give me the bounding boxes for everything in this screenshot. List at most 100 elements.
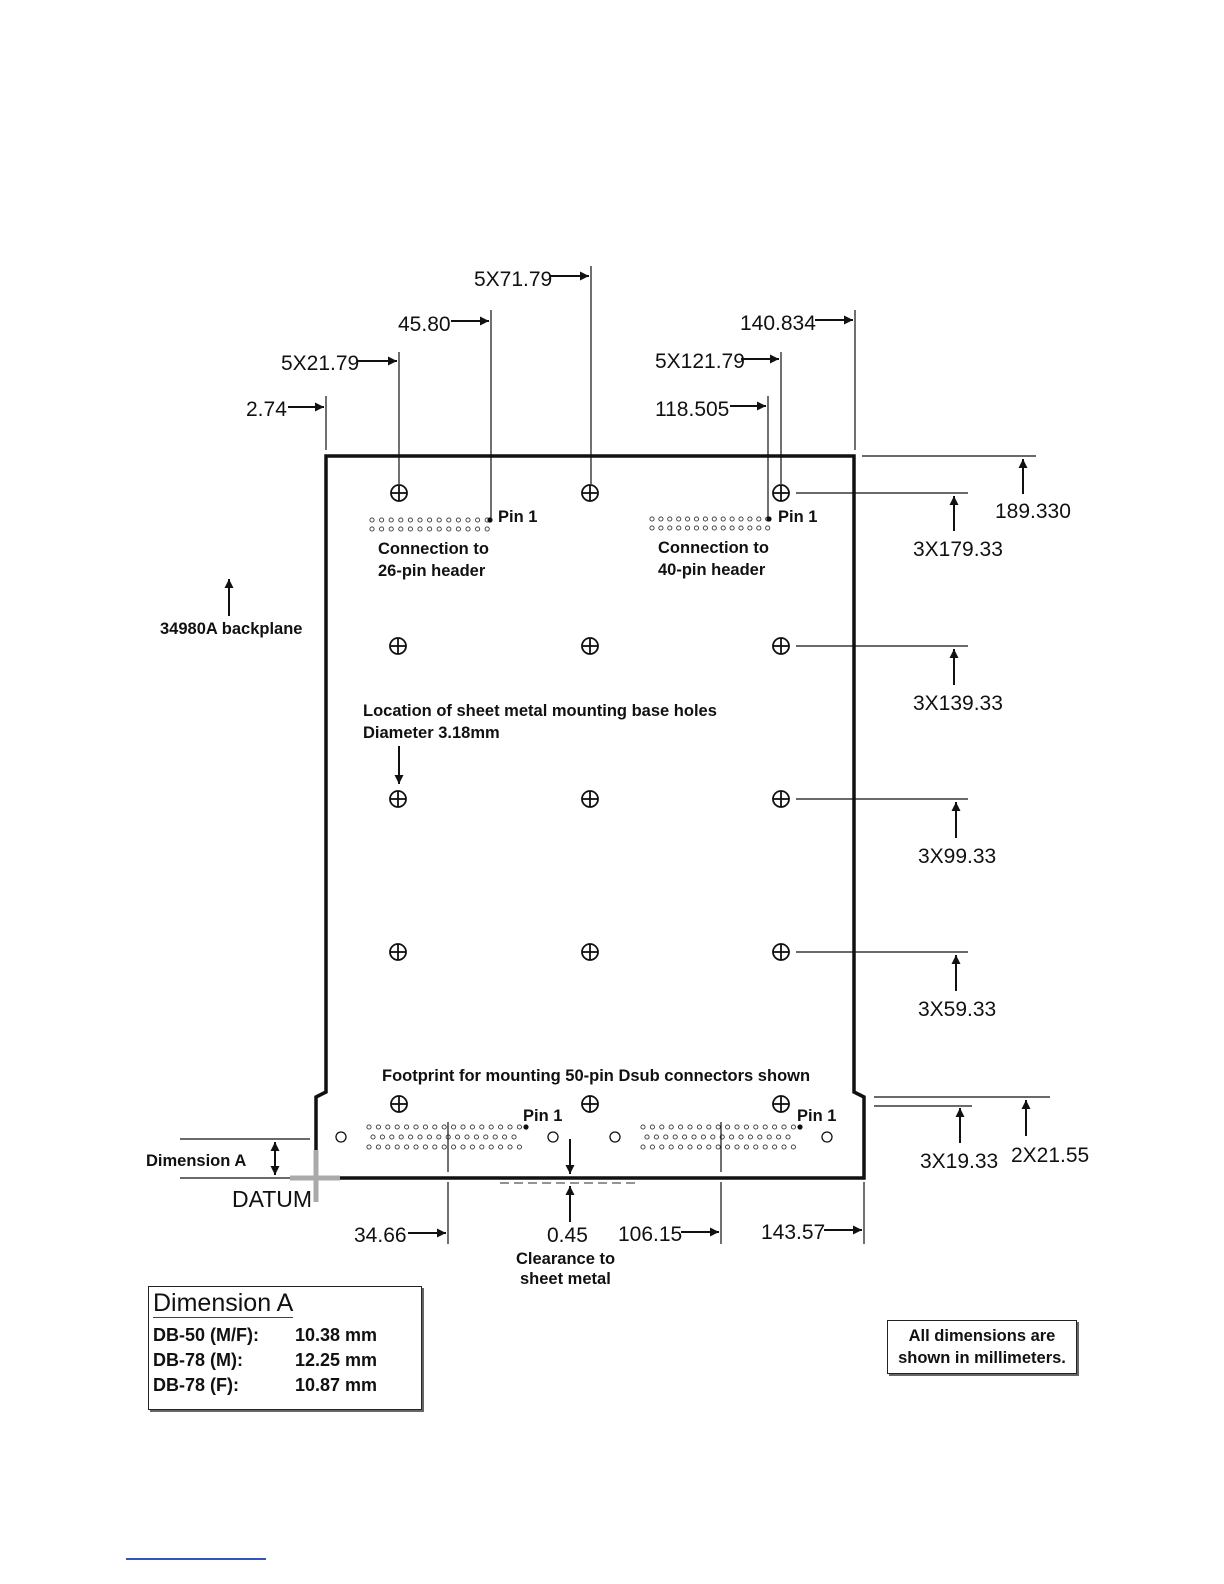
datum-label: DATUM xyxy=(232,1186,312,1212)
pin-hole xyxy=(659,1144,665,1150)
pin-hole xyxy=(747,525,753,531)
pin-hole xyxy=(743,1144,749,1150)
conn26-line1: Connection to xyxy=(378,540,489,558)
dim-106-15: 106.15 xyxy=(618,1223,682,1246)
pin-hole xyxy=(498,1124,504,1130)
backplane-label: 34980A backplane xyxy=(160,620,302,638)
pin-hole xyxy=(678,1144,684,1150)
dimension-a-table: Dimension A DB-50 (M/F):10.38 mm DB-78 (… xyxy=(148,1286,422,1410)
pin-hole xyxy=(446,517,452,523)
pin-hole xyxy=(757,1134,763,1140)
pin-hole xyxy=(706,1124,712,1130)
dimension-row: DB-78 (F): 10.87 mm xyxy=(153,1375,377,1396)
dimension-row-name: DB-78 (F): xyxy=(153,1375,239,1395)
dim-2-74: 2.74 xyxy=(246,398,287,421)
pin-hole xyxy=(640,1124,646,1130)
mounting-hole-icon xyxy=(772,943,790,961)
pin-hole xyxy=(408,1134,414,1140)
pin-hole xyxy=(715,1144,721,1150)
pin-hole xyxy=(762,1144,768,1150)
pin-hole xyxy=(672,1134,678,1140)
top-dimension-arrows xyxy=(288,271,853,412)
pin-hole xyxy=(516,1124,522,1130)
pin-hole xyxy=(776,1134,782,1140)
dimension-row-name: DB-50 (M/F): xyxy=(153,1325,259,1345)
pin-hole xyxy=(488,1144,494,1150)
pin-hole xyxy=(460,1144,466,1150)
mounting-hole-icon xyxy=(772,1095,790,1113)
pin-hole xyxy=(366,1144,372,1150)
pin-hole xyxy=(436,1134,442,1140)
pin-hole xyxy=(676,525,682,531)
pin-hole xyxy=(678,1124,684,1130)
pin-hole xyxy=(498,1144,504,1150)
dim-2x21-55: 2X21.55 xyxy=(1011,1144,1089,1167)
pin-hole xyxy=(379,526,385,532)
pin-hole xyxy=(511,1134,517,1140)
conn40-line1: Connection to xyxy=(658,539,769,557)
dim-3x179-33: 3X179.33 xyxy=(913,538,1003,561)
units-note-line2: shown in millimeters. xyxy=(898,1349,1066,1367)
pin-hole xyxy=(691,1134,697,1140)
pin-hole xyxy=(659,1124,665,1130)
pin-hole xyxy=(696,1144,702,1150)
pin-hole xyxy=(734,1144,740,1150)
pin-footprints xyxy=(366,516,796,1150)
holes-note-line2: Diameter 3.18mm xyxy=(363,724,500,742)
mounting-hole-icon xyxy=(581,1095,599,1113)
pin-hole xyxy=(369,517,375,523)
mounting-hole-icon xyxy=(581,790,599,808)
pin-hole xyxy=(379,517,385,523)
dim-3x19-33: 3X19.33 xyxy=(920,1150,998,1173)
pin-hole xyxy=(475,526,481,532)
dimension-row-value: 12.25 mm xyxy=(295,1350,378,1370)
pin-hole xyxy=(781,1144,787,1150)
datum-mark xyxy=(290,1150,340,1202)
dim-5x21-79: 5X21.79 xyxy=(281,352,359,375)
pin-hole xyxy=(465,526,471,532)
pin-hole xyxy=(388,526,394,532)
pin1-label-40: Pin 1 xyxy=(778,508,817,526)
pin-hole xyxy=(451,1144,457,1150)
pin-hole xyxy=(426,1134,432,1140)
pin-hole xyxy=(667,525,673,531)
pin-hole xyxy=(451,1124,457,1130)
pin-hole xyxy=(756,525,762,531)
pin-hole xyxy=(640,1144,646,1150)
pin-hole xyxy=(379,1134,385,1140)
pin-hole xyxy=(432,1124,438,1130)
pin-hole xyxy=(465,517,471,523)
pin-hole xyxy=(696,1124,702,1130)
clearance-line2: sheet metal xyxy=(520,1270,611,1288)
pin-hole xyxy=(479,1124,485,1130)
pin-hole xyxy=(658,516,664,522)
pin-hole xyxy=(479,1144,485,1150)
dim-5x71-79: 5X71.79 xyxy=(474,268,552,291)
pin-hole xyxy=(687,1124,693,1130)
pin-hole xyxy=(417,526,423,532)
pin-hole xyxy=(706,1144,712,1150)
pin-hole xyxy=(427,526,433,532)
mounting-hole-icon xyxy=(581,484,599,502)
pin-hole xyxy=(747,516,753,522)
pin-hole xyxy=(738,525,744,531)
conn26-line2: 26-pin header xyxy=(378,562,486,580)
pin-hole xyxy=(719,1134,725,1140)
pin-hole xyxy=(516,1144,522,1150)
pin-hole xyxy=(710,1134,716,1140)
pin-hole xyxy=(441,1144,447,1150)
pin-hole xyxy=(404,1144,410,1150)
right-extension-lines xyxy=(796,455,1050,1107)
pin-hole xyxy=(772,1144,778,1150)
pin-hole xyxy=(663,1134,669,1140)
pin-hole xyxy=(715,1124,721,1130)
pin-hole xyxy=(729,1134,735,1140)
pin-hole xyxy=(765,525,771,531)
pin-hole xyxy=(422,1124,428,1130)
mounting-hole-icon xyxy=(772,790,790,808)
dimension-row-value: 10.87 mm xyxy=(295,1375,378,1395)
pin-hole xyxy=(398,526,404,532)
pin-hole xyxy=(756,516,762,522)
mounting-hole-icon xyxy=(389,790,407,808)
